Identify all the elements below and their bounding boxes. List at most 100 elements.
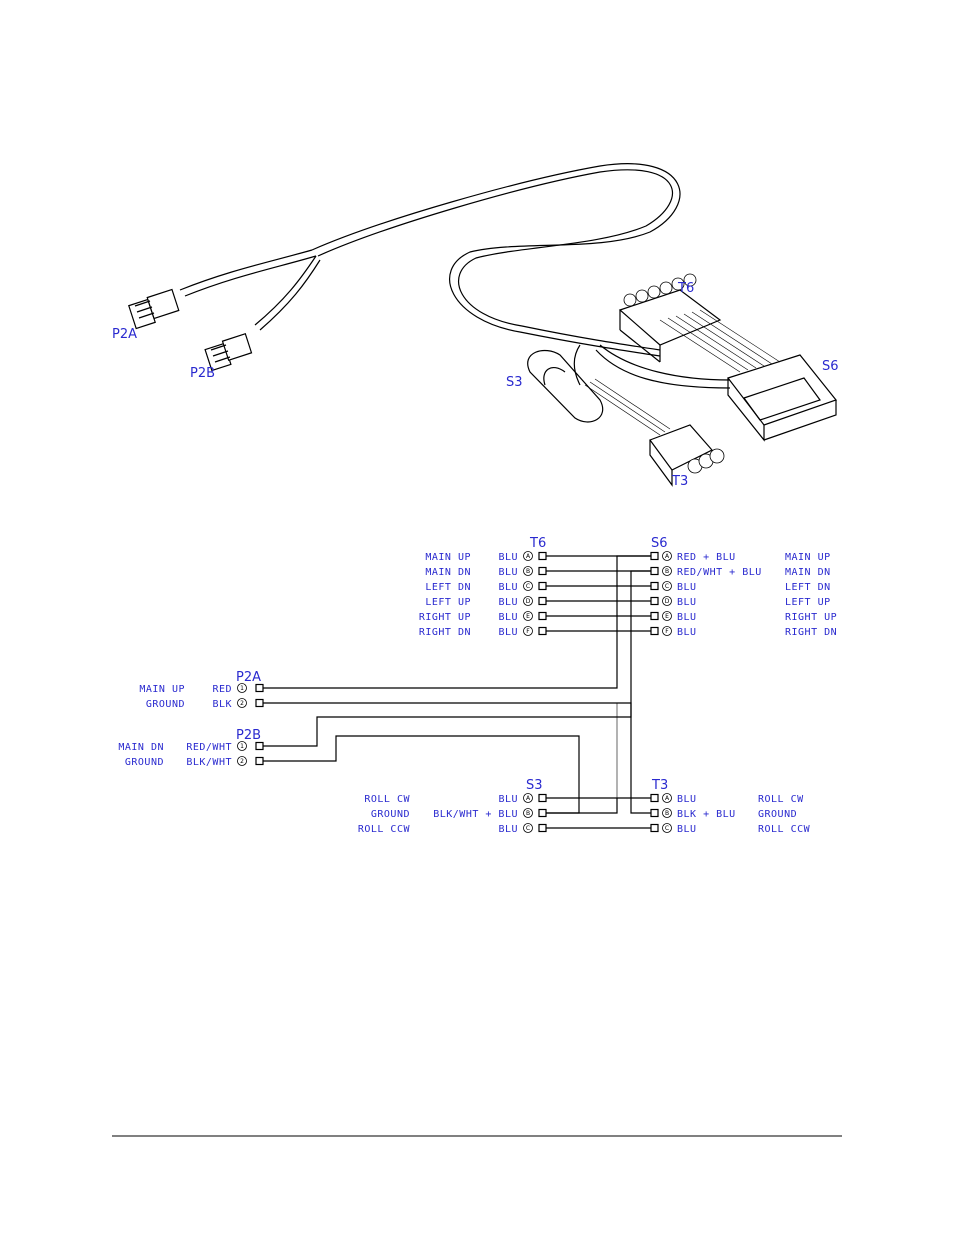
t3-block: T3	[651, 778, 668, 793]
s6-pin-circle-d	[662, 596, 672, 606]
s6-terminal-a	[650, 551, 659, 561]
t6-signal-b: MAIN DN	[425, 567, 471, 578]
p2b-pin-circle-1	[237, 741, 247, 751]
s3-label: S3	[506, 375, 523, 390]
s6-signal-a: MAIN UP	[785, 552, 831, 563]
t6-pin-circle-b	[523, 566, 533, 576]
s3-wire-color-c: BLU	[498, 824, 518, 835]
p2b-pin-circle-2	[237, 756, 247, 766]
t3-signal-c: ROLL CCW	[758, 824, 811, 835]
s3-pin-id-b: B	[526, 810, 530, 817]
s3-signal-c: ROLL CCW	[358, 824, 411, 835]
s6-pin-circle-a	[662, 551, 672, 561]
s6-pin-id-f: F	[665, 628, 669, 635]
t6-pin-id-a: A	[526, 553, 531, 560]
t3-pin-circle-a	[662, 793, 672, 803]
p2a-connector	[128, 288, 180, 330]
t6-signal-e: RIGHT UP	[419, 612, 471, 623]
schematic-wires	[263, 555, 651, 829]
p2b-signal-2: GROUND	[125, 757, 164, 768]
s6-terminal-d	[650, 596, 659, 606]
s6-terminal-f	[650, 626, 659, 636]
t6-block: T6	[529, 536, 546, 551]
t3-pin-circle-c	[662, 823, 672, 833]
t3-signal-a: ROLL CW	[758, 794, 804, 805]
t6-terminal-f	[538, 626, 547, 636]
s6-wire-color-e: BLU	[677, 612, 697, 623]
connector-rows: MAIN UP BLU A MAIN DN BLU B LEFT DN BLU C LEFT UP…	[118, 551, 837, 835]
t6-terminal-a	[538, 551, 547, 561]
p2b-terminal-1	[255, 741, 264, 751]
s3-block: S3	[526, 778, 543, 793]
t3-wire-color-a: BLU	[677, 794, 697, 805]
t3-pin-id-a: A	[665, 795, 670, 802]
t3-label: T3	[671, 474, 688, 489]
s6-label: S6	[822, 359, 839, 374]
t6-wire-color-c: BLU	[498, 582, 518, 593]
s6-pin-id-d: D	[665, 598, 670, 605]
s6-terminal-b	[650, 566, 659, 576]
p2a-terminal-2	[255, 698, 264, 708]
p2a-wire-color-1: RED	[212, 684, 232, 695]
s3-wire-color-b: BLK/WHT + BLU	[433, 809, 518, 820]
s3-terminal-b	[538, 808, 547, 818]
t6-terminal-b	[538, 566, 547, 576]
p2a-label: P2A	[112, 327, 137, 342]
s6-pin-id-b: B	[665, 568, 669, 575]
s6-pin-circle-f	[662, 626, 672, 636]
p2a-pin-id-2: 2	[240, 700, 244, 707]
s6-pin-id-e: E	[665, 613, 669, 620]
t6-wire-color-a: BLU	[498, 552, 518, 563]
s6-block: S6	[651, 536, 668, 551]
s6-wire-color-f: BLU	[677, 627, 697, 638]
p2b-pin-id-1: 1	[240, 743, 244, 750]
s3-terminal-a	[538, 793, 547, 803]
p2b-wire-color-2: BLK/WHT	[186, 757, 232, 768]
t6-pin-id-b: B	[526, 568, 530, 575]
p2a-block: P2A	[236, 670, 261, 685]
s6-wire-color-a: RED + BLU	[677, 552, 736, 563]
t6-wire-color-f: BLU	[498, 627, 518, 638]
s3-signal-a: ROLL CW	[364, 794, 410, 805]
s6-signal-d: LEFT UP	[785, 597, 831, 608]
s3-pin-circle-b	[523, 808, 533, 818]
s6-signal-e: RIGHT UP	[785, 612, 837, 623]
s6-signal-f: RIGHT DN	[785, 627, 837, 638]
t6-terminal-c	[538, 581, 547, 591]
t3-pin-id-b: B	[665, 810, 669, 817]
t3-connector	[649, 424, 725, 487]
t3-pin-circle-b	[662, 808, 672, 818]
t6-pin-circle-d	[523, 596, 533, 606]
p2a-signal-2: GROUND	[146, 699, 185, 710]
t6-terminal-e	[538, 611, 547, 621]
s3-pin-circle-a	[523, 793, 533, 803]
s6-pin-circle-b	[662, 566, 672, 576]
s3-pin-circle-c	[523, 823, 533, 833]
t6-title: T6	[529, 536, 546, 551]
t3-terminal-b	[650, 808, 659, 818]
s6-pin-id-c: C	[665, 583, 669, 590]
s6-pin-circle-e	[662, 611, 672, 621]
t6-pin-id-d: D	[526, 598, 531, 605]
s6-terminal-c	[650, 581, 659, 591]
p2b-terminal-2	[255, 756, 264, 766]
p2a-wire-color-2: BLK	[212, 699, 232, 710]
s6-title: S6	[651, 536, 668, 551]
p2b-label: P2B	[190, 366, 215, 381]
p2b-title: P2B	[236, 728, 261, 743]
t6-signal-d: LEFT UP	[425, 597, 471, 608]
s3-pin-id-c: C	[526, 825, 530, 832]
p2a-signal-1: MAIN UP	[139, 684, 185, 695]
p2b-connector	[204, 333, 253, 372]
t6-connector	[618, 273, 781, 373]
t6-pin-id-e: E	[526, 613, 530, 620]
p2a-terminal-1	[255, 683, 264, 693]
t6-pin-circle-f	[523, 626, 533, 636]
t3-terminal-a	[650, 793, 659, 803]
s3-title: S3	[526, 778, 543, 793]
t6-wire-color-b: BLU	[498, 567, 518, 578]
t6-pin-circle-c	[523, 581, 533, 591]
p2b-block: P2B	[236, 728, 261, 743]
t6-signal-c: LEFT DN	[425, 582, 471, 593]
